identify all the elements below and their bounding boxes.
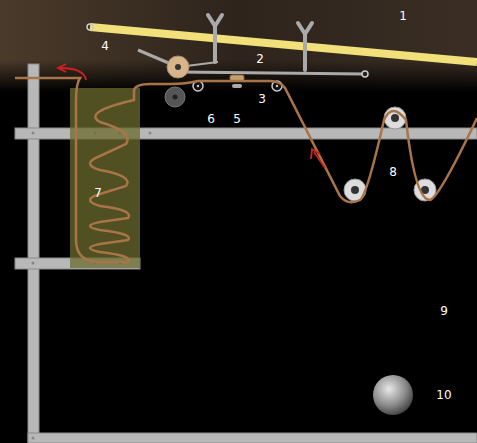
callout-number: 5 bbox=[233, 112, 241, 126]
callout-number: 10 bbox=[436, 388, 451, 402]
callout-number: 8 bbox=[389, 165, 397, 179]
callout-number: 7 bbox=[94, 186, 102, 200]
callout-number: 9 bbox=[440, 304, 448, 318]
callout-number: 4 bbox=[101, 39, 109, 53]
callout-number: 3 bbox=[258, 92, 266, 106]
callout-number: 2 bbox=[256, 52, 264, 66]
callout-number: 6 bbox=[207, 112, 215, 126]
callout-number: 1 bbox=[399, 9, 407, 23]
